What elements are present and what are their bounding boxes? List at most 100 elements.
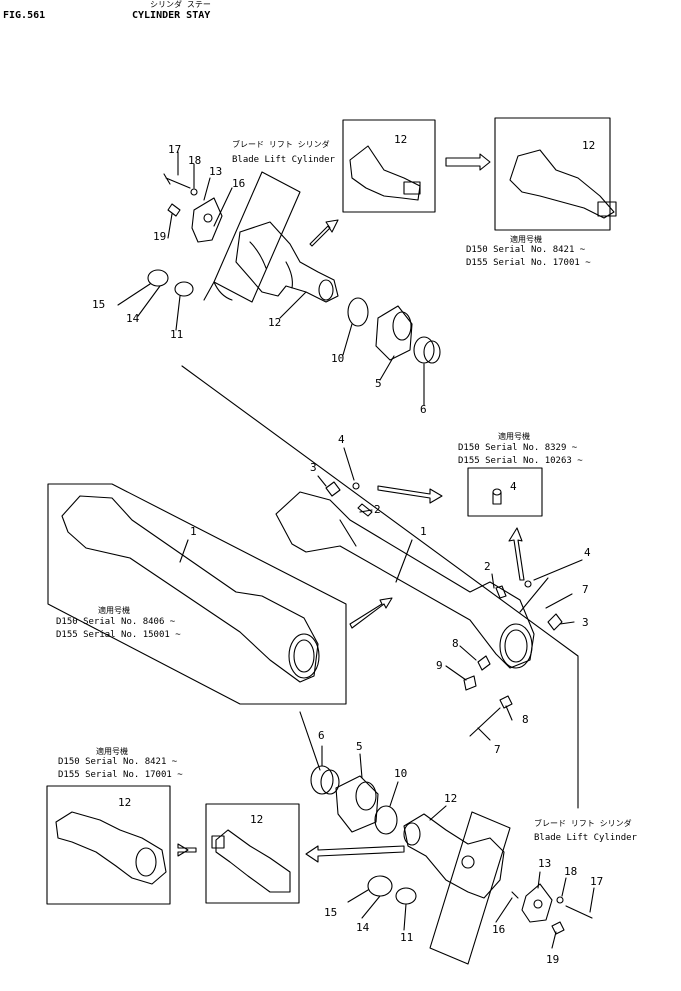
- bolt-17-bottom: [565, 905, 593, 919]
- callout-8-mid-left: 8: [452, 637, 459, 650]
- callout-13-bottom: 13: [538, 857, 552, 870]
- callout-12-inset-new-bottom: 12: [118, 796, 132, 809]
- inset-new-bottom-part: [55, 811, 167, 885]
- callout-4-mid-top: 4: [338, 433, 345, 446]
- leader-inset-bottom: [299, 711, 321, 771]
- callout-19-bottom: 19: [546, 953, 560, 966]
- inset-new-bottom: [46, 785, 171, 905]
- arrow-left-bottom-inset: [177, 843, 197, 857]
- callout-16-bottom: 16: [492, 923, 506, 936]
- callout-4-mid-right: 4: [584, 546, 591, 559]
- applicable-jp-top-right: 適用号機: [510, 235, 542, 244]
- blade-lift-en-bottom: Blade Lift Cylinder: [534, 833, 637, 843]
- callout-6-bottom: 6: [318, 729, 325, 742]
- blade-lift-cylinder-bottom: [429, 811, 511, 965]
- callout-12-bottom: 12: [444, 792, 458, 805]
- callout-2-mid-top: 2: [374, 503, 381, 516]
- bushing-6-top: [413, 336, 441, 364]
- leaders-bottom: [321, 745, 595, 949]
- callout-14-bottom: 14: [356, 921, 370, 934]
- bolt-17-top: [163, 173, 191, 189]
- boundary-lines-middle: [181, 365, 579, 809]
- nut-3-middle-left: [325, 481, 341, 497]
- nut-3-middle-right: [547, 613, 563, 631]
- callout-12-top: 12: [268, 316, 282, 329]
- nut-9-middle: [463, 675, 477, 691]
- inset-original-part: [349, 145, 421, 201]
- cap-13-bottom: [521, 883, 553, 923]
- serial-d155-top-right: D155 Serial No. 17001 ~: [466, 258, 591, 268]
- inset-original-bottom: [205, 803, 300, 904]
- bushing-5-top: [375, 305, 413, 361]
- applicable-jp-mid-right: 適用号機: [498, 432, 530, 441]
- inset-part-4: [467, 467, 543, 517]
- arrow-up-middle: [508, 527, 525, 581]
- inset-original-top: [342, 119, 436, 213]
- callout-3-mid-right: 3: [582, 616, 589, 629]
- washer-18-top: [190, 188, 198, 196]
- leader-16-connector: [203, 281, 215, 301]
- bushing-6-bottom: [310, 765, 340, 795]
- arrow-up-right-top: [309, 219, 339, 247]
- callout-17-top: 17: [168, 143, 182, 156]
- applicable-jp-bottom-left: 適用号機: [96, 747, 128, 756]
- plug-2-middle-left: [357, 503, 373, 517]
- blade-lift-cylinder-top: [213, 171, 301, 303]
- ring-11-bottom: [395, 887, 417, 905]
- arrow-right-inset: [445, 153, 491, 171]
- callout-17-bottom: 17: [590, 875, 604, 888]
- washer-8-middle: [477, 655, 491, 671]
- callout-1-mid-body: 1: [420, 525, 427, 538]
- callout-15-top: 15: [92, 298, 106, 311]
- figure-title: CYLINDER STAY: [132, 10, 211, 21]
- callout-18-top: 18: [188, 154, 202, 167]
- callout-13-top: 13: [209, 165, 223, 178]
- serial-d150-bottom-left: D150 Serial No. 8421 ~: [58, 757, 178, 767]
- cylinder-stay-body-1: [275, 491, 535, 669]
- blade-lift-jp-bottom: ブレード リフト シリンダ: [534, 819, 632, 828]
- serial-d150-mid-left: D150 Serial No. 8406 ~: [56, 617, 176, 627]
- pin-16-bottom: [511, 891, 519, 899]
- ring-11-top: [174, 281, 194, 297]
- callout-1-inset-left: 1: [190, 525, 197, 538]
- applicable-jp-mid-left: 適用号機: [98, 606, 130, 615]
- leaders-top: [117, 151, 425, 406]
- callout-7-mid-bottom: 7: [494, 743, 501, 756]
- cap-13-top: [191, 197, 223, 243]
- callout-6-top: 6: [420, 403, 427, 416]
- callout-2-mid-right: 2: [484, 560, 491, 573]
- callout-16-top: 16: [232, 177, 246, 190]
- nut-19-top: [167, 203, 181, 217]
- nut-19-bottom: [551, 921, 565, 935]
- title-japanese: シリンダ ステー: [150, 0, 211, 9]
- grease-fitting-4-middle-left: [352, 482, 360, 490]
- callout-12-inset-orig-bottom: 12: [250, 813, 264, 826]
- callout-19-top: 19: [153, 230, 167, 243]
- callout-14-top: 14: [126, 312, 140, 325]
- inset-new-part: [509, 149, 617, 219]
- callout-15-bottom: 15: [324, 906, 338, 919]
- inset-new-top: [494, 117, 611, 231]
- callout-11-bottom: 11: [400, 931, 414, 944]
- arrow-left-bottom: [305, 845, 405, 863]
- figure-number: FIG.561: [3, 10, 46, 21]
- serial-d155-bottom-left: D155 Serial No. 17001 ~: [58, 770, 183, 780]
- ring-15-bottom: [367, 875, 393, 897]
- leaders-middle: [179, 447, 583, 741]
- inset-part-4-drawing: [492, 488, 502, 505]
- arrow-right-middle: [377, 485, 443, 504]
- callout-12-inset-orig: 12: [394, 133, 408, 146]
- callout-10-bottom: 10: [394, 767, 408, 780]
- serial-d155-mid-left: D155 Serial No. 15001 ~: [56, 630, 181, 640]
- arrow-down-left-middle: [349, 597, 393, 629]
- callout-12-inset-new: 12: [582, 139, 596, 152]
- inset-body-left: [47, 483, 347, 705]
- blade-lift-jp-top: ブレード リフト シリンダ: [232, 140, 330, 149]
- grease-fitting-4-middle-right: [524, 580, 532, 588]
- serial-d155-mid-right: D155 Serial No. 10263 ~: [458, 456, 583, 466]
- callout-10-top: 10: [331, 352, 345, 365]
- seal-10-top: [347, 297, 369, 327]
- callout-18-bottom: 18: [564, 865, 578, 878]
